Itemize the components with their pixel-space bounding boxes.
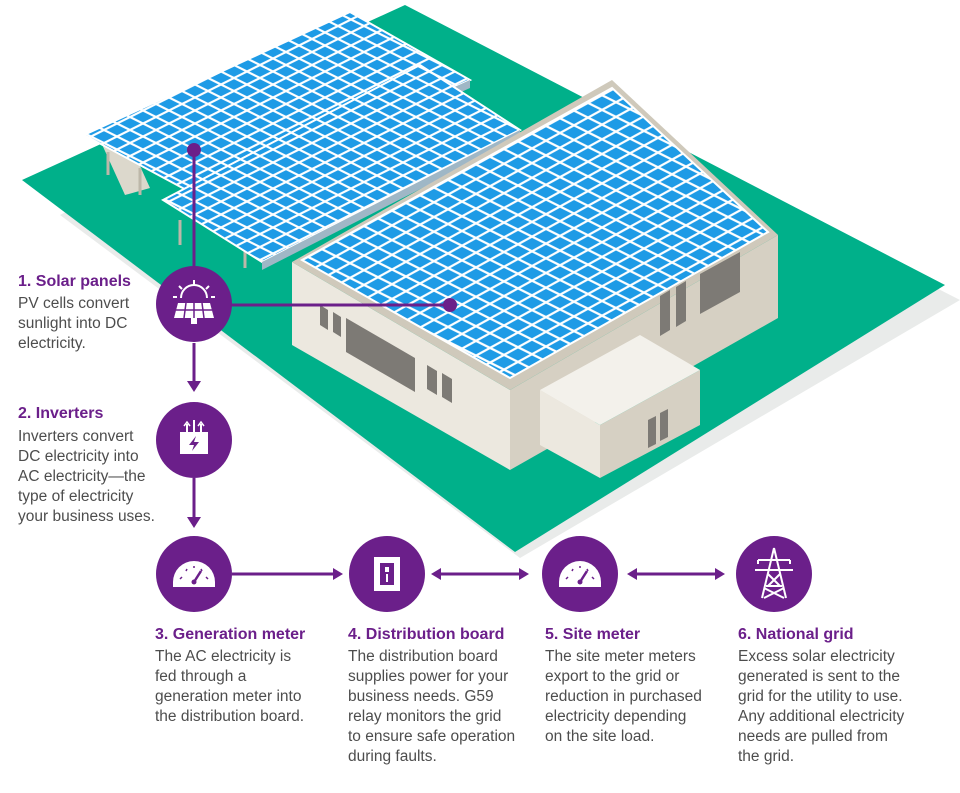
step-4-line-2: supplies power for your [348, 668, 509, 685]
step-2-line-3: AC electricity—the [18, 468, 146, 485]
generation-meter-icon [173, 561, 215, 587]
roof-array-marker [443, 298, 457, 312]
step-1-line-3: electricity. [18, 335, 86, 352]
step-4-line-1: The distribution board [348, 648, 498, 665]
step-5-title: 5. Site meter [545, 626, 641, 643]
step-4-line-3: business needs. G59 [348, 688, 494, 705]
step-1-line-2: sunlight into DC [18, 315, 128, 332]
step-3-line-1: The AC electricity is [155, 648, 292, 665]
step-3-description: The AC electricity is fed through a gene… [155, 647, 304, 727]
step-5-line-5: on the site load. [545, 728, 655, 745]
step-6-line-6: the grid. [738, 748, 795, 765]
step-1-line-1: PV cells convert [18, 295, 130, 312]
step-5-line-2: export to the grid or [545, 668, 680, 685]
inverter-icon [180, 420, 208, 454]
step-6-line-1: Excess solar electricity [738, 648, 895, 665]
step-3-line-2: fed through a [155, 668, 247, 685]
step-2-line-2: DC electricity into [18, 448, 139, 465]
step-2-line-1: Inverters convert [18, 428, 134, 445]
step-6-circle [736, 536, 812, 612]
site-meter-icon [559, 561, 601, 587]
step-2-description: Inverters convert DC electricity into AC… [18, 427, 155, 527]
step-1-title: 1. Solar panels [18, 273, 131, 290]
step-3-line-3: generation meter into [155, 688, 302, 705]
step-5-line-4: electricity depending [545, 708, 687, 725]
flow-arrowheads [187, 381, 725, 580]
step-4-line-6: during faults. [348, 748, 437, 765]
ground-panel-array-2 [160, 63, 522, 270]
step-4-line-4: relay monitors the grid [348, 708, 502, 725]
step-4-title: 4. Distribution board [348, 626, 505, 643]
step-4-description: The distribution board supplies power fo… [348, 647, 515, 767]
step-2-line-5: your business uses. [18, 508, 155, 525]
step-2-line-4: type of electricity [18, 488, 134, 505]
step-6-line-3: grid for the utility to use. [738, 688, 903, 705]
step-6-line-2: generated is sent to the [738, 668, 901, 685]
step-4-line-5: to ensure safe operation [348, 728, 516, 745]
step-5-line-3: reduction in purchased [545, 688, 702, 705]
step-3-title: 3. Generation meter [155, 626, 306, 643]
flow-connectors [192, 150, 716, 576]
step-3-line-4: the distribution board. [155, 708, 305, 725]
step-6-title: 6. National grid [738, 626, 854, 643]
step-6-line-4: Any additional electricity [738, 708, 905, 725]
distribution-board-icon [374, 557, 400, 591]
step-2-title: 2. Inverters [18, 405, 104, 422]
step-6-description: Excess solar electricity generated is se… [738, 647, 904, 767]
ground-array-marker [187, 143, 201, 157]
step-5-line-1: The site meter meters [545, 648, 696, 665]
step-1-description: PV cells convert sunlight into DC electr… [18, 294, 129, 354]
solar-panel-icon [173, 280, 215, 324]
step-6-line-5: needs are pulled from [738, 728, 888, 745]
step-5-description: The site meter meters export to the grid… [545, 647, 702, 747]
pylon-icon [755, 547, 793, 599]
